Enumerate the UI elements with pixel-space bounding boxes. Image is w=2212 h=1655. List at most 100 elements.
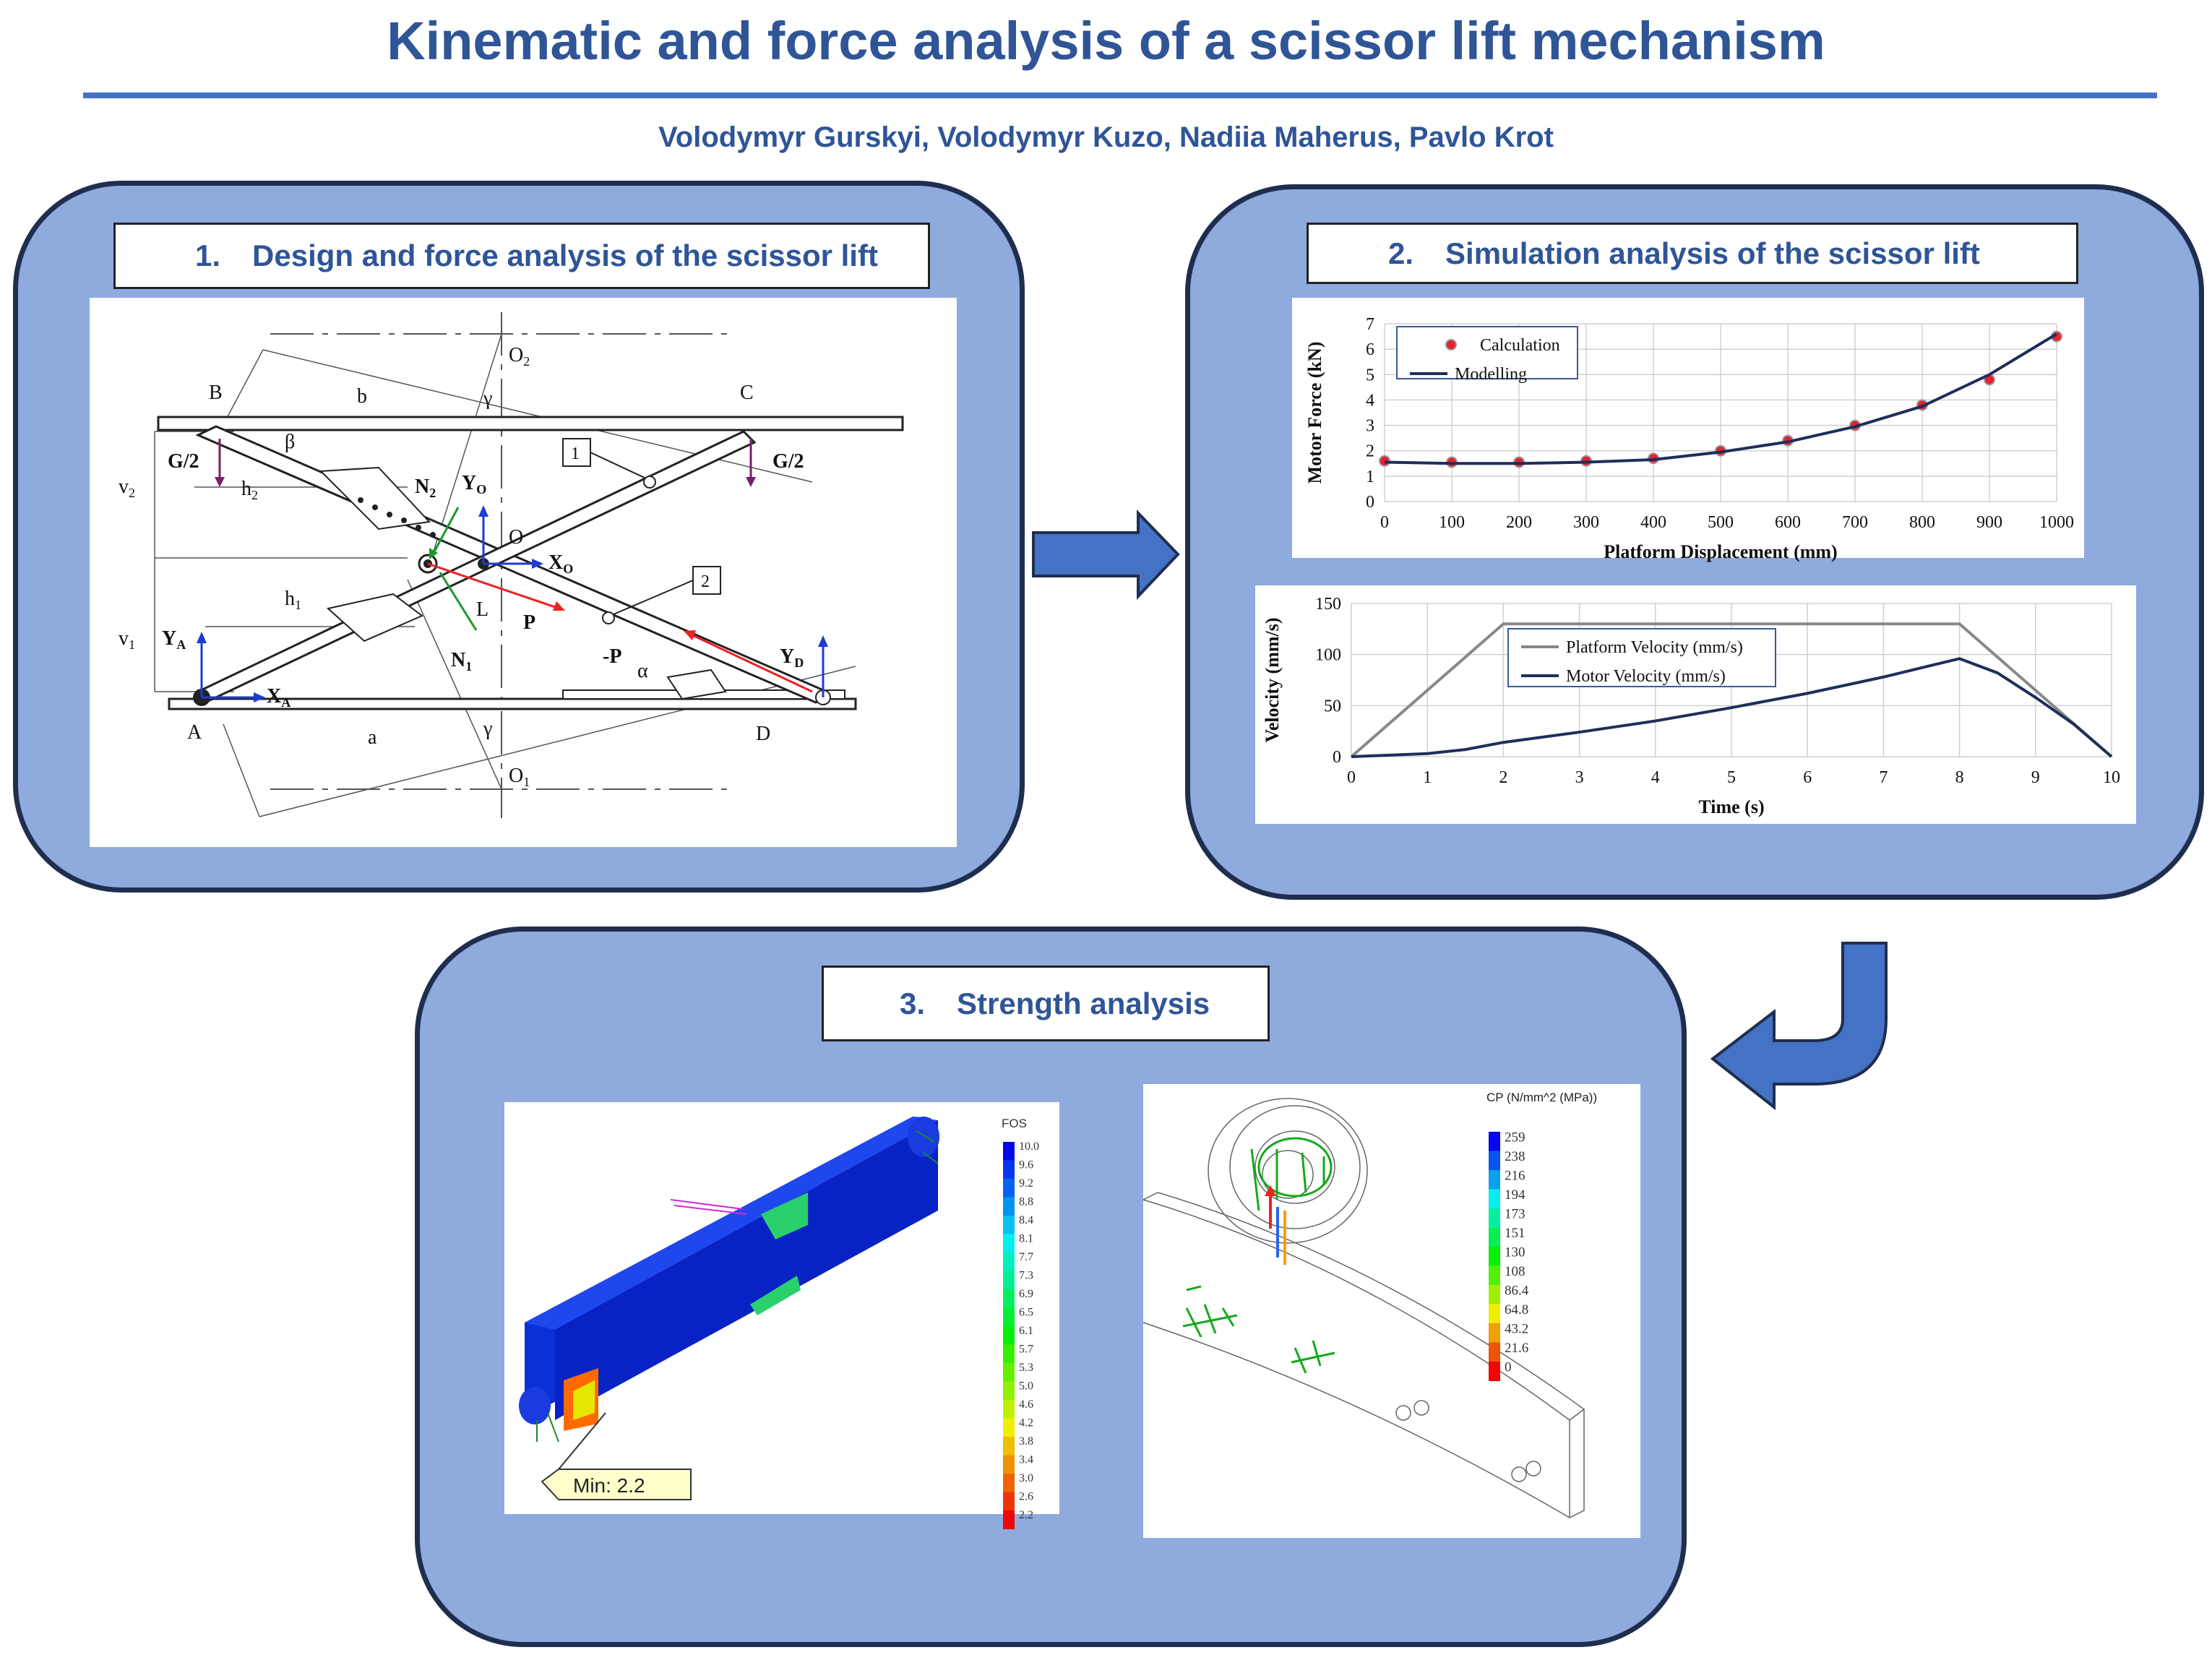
x-tick-label: 5 [1727, 768, 1736, 787]
x-tick-label: 400 [1640, 513, 1666, 532]
x-tick-label: 600 [1775, 513, 1801, 532]
label-b-point: B [209, 382, 223, 404]
colorbar-cell [1003, 1418, 1015, 1437]
colorbar-label: 3.8 [1019, 1435, 1033, 1448]
colorbar-cell [1003, 1307, 1015, 1327]
colorbar-label: 259 [1505, 1130, 1525, 1145]
x-tick-label: 300 [1573, 513, 1599, 532]
colorbar-label: 194 [1505, 1187, 1525, 1203]
colorbar-label: 173 [1505, 1206, 1525, 1221]
colorbar-cell [1489, 1227, 1500, 1247]
label-l: L [476, 598, 489, 621]
colorbar-label: 21.6 [1505, 1341, 1528, 1356]
y-axis-label: Velocity (mm/s) [1262, 617, 1283, 742]
label-h1: h1 [285, 588, 301, 612]
colorbar-cell [1003, 1492, 1015, 1511]
label-n1: N1 [451, 649, 472, 674]
label-xo: XO [548, 551, 573, 576]
title-rule [83, 93, 2157, 98]
colorbar-cell [1489, 1247, 1500, 1266]
colorbar-cell [1003, 1234, 1015, 1253]
colorbar-cell [1489, 1362, 1500, 1381]
x-tick-label: 3 [1575, 768, 1584, 787]
colorbar-label: 130 [1505, 1245, 1525, 1260]
colorbar-label: 4.2 [1019, 1417, 1033, 1430]
label-d-point: D [756, 723, 770, 745]
x-tick-label: 4 [1651, 768, 1660, 787]
y-tick-label: 7 [1366, 315, 1374, 334]
colorbar-label: 216 [1505, 1168, 1525, 1183]
y-tick-label: 4 [1366, 391, 1374, 410]
x-tick-label: 7 [1879, 768, 1888, 787]
flow-arrow-right-icon [1032, 510, 1180, 601]
x-tick-label: 100 [1439, 513, 1465, 532]
x-tick-label: 8 [1955, 768, 1964, 787]
x-tick-label: 9 [2031, 768, 2040, 787]
colorbar-label: 7.7 [1019, 1251, 1033, 1263]
colorbar-cell [1003, 1474, 1015, 1492]
x-tick-label: 6 [1803, 768, 1812, 787]
series-line-1 [1384, 332, 2058, 465]
fos-legend-title: FOS [1002, 1117, 1027, 1130]
cp-legend-title: CP (N/mm^2 (MPa)) [1486, 1091, 1597, 1104]
x-tick-label: 900 [1976, 513, 2002, 532]
y-tick-label: 6 [1366, 340, 1374, 359]
label-gamma-top: γ [483, 387, 492, 410]
label-alpha: α [637, 660, 648, 682]
colorbar-cell [1489, 1132, 1500, 1151]
x-tick-label: 0 [1347, 768, 1356, 787]
x-tick-label: 200 [1506, 513, 1532, 532]
colorbar-cell [1003, 1344, 1015, 1364]
y-tick-label: 0 [1366, 493, 1374, 512]
colorbar-label: 5.7 [1019, 1344, 1033, 1356]
colorbar-cell [1003, 1197, 1015, 1216]
label-part-1: 1 [571, 444, 580, 463]
label-g2-left: G/2 [168, 450, 199, 473]
x-axis-label: Time (s) [1698, 796, 1764, 817]
y-tick-label: 150 [1315, 595, 1341, 614]
colorbar-cell [1003, 1271, 1015, 1290]
x-tick-label: 2 [1499, 768, 1507, 787]
colorbar-cell [1003, 1142, 1015, 1161]
colorbar-label: 43.2 [1505, 1321, 1528, 1336]
label-beta: β [285, 431, 295, 453]
colorbar-cell [1003, 1326, 1015, 1345]
label-a-point: A [187, 721, 202, 744]
colorbar-cell [1489, 1265, 1500, 1286]
section-1-title: Design and force analysis of the scissor… [252, 238, 878, 272]
label-xa: XA [267, 685, 291, 710]
legend-marker [1445, 339, 1457, 351]
x-tick-label: 800 [1909, 513, 1935, 532]
colorbar-cell [1489, 1342, 1500, 1362]
colorbar-cell [1003, 1455, 1015, 1474]
section-2-title: Simulation analysis of the scissor lift [1445, 236, 1980, 270]
x-tick-label: 700 [1842, 513, 1868, 532]
colorbar-label: 8.4 [1019, 1214, 1033, 1226]
section-3-number: 3. [900, 986, 926, 1020]
label-n2: N2 [415, 476, 436, 500]
label-c-point: C [740, 382, 754, 404]
y-tick-label: 5 [1366, 366, 1374, 384]
colorbar-cell [1003, 1510, 1015, 1529]
colorbar-cell [1003, 1160, 1015, 1179]
poster-title: Kinematic and force analysis of a scisso… [387, 11, 1825, 71]
section-1-header: 1. Design and force analysis of the scis… [113, 223, 930, 289]
colorbar-label: 86.4 [1505, 1283, 1529, 1298]
colorbar-cell [1003, 1252, 1015, 1271]
colorbar-label: 10.0 [1019, 1140, 1039, 1153]
legend-label: Modelling [1455, 365, 1527, 384]
label-v2: v2 [119, 476, 135, 500]
label-o2: O2 [509, 344, 530, 369]
authors: Volodymyr Gurskyi, Volodymyr Kuzo, Nadii… [658, 121, 1554, 153]
section-3-header: 3. Strength analysis [822, 966, 1270, 1041]
y-tick-label: 50 [1324, 697, 1341, 715]
colorbar-label: 4.6 [1019, 1398, 1033, 1411]
label-part-2: 2 [701, 572, 710, 591]
label-p: P [523, 611, 535, 634]
colorbar-label: 6.1 [1019, 1325, 1033, 1337]
y-axis-label: Motor Force (kN) [1304, 342, 1325, 484]
